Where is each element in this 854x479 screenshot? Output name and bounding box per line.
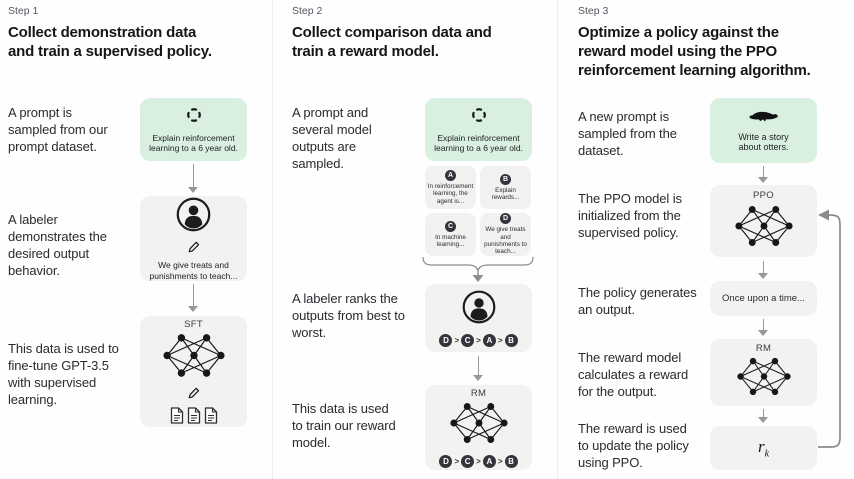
step1-caption-sft: This data is used to fine-tune GPT-3.5 w… xyxy=(8,341,119,407)
step1-labeler-text: We give treats and punishments to teach.… xyxy=(149,260,238,281)
ranking-row: D > C > A > B xyxy=(439,334,518,347)
step3-reward-box: rk xyxy=(710,426,817,470)
step3-heading: Optimize a policy against the reward mod… xyxy=(578,24,811,79)
step2-prompt-box: Explain reinforcement learning to a 6 ye… xyxy=(425,98,532,161)
step1-caption-prompt: A prompt is sampled from our prompt data… xyxy=(8,105,108,154)
step1-heading: Collect demonstration data and train a s… xyxy=(8,24,212,60)
sft-model-label: SFT xyxy=(184,319,203,330)
pencil-icon xyxy=(188,240,200,258)
refresh-icon xyxy=(185,106,203,129)
option-b-badge: B xyxy=(500,173,511,185)
arrow-down-icon xyxy=(188,284,199,312)
reward-value: rk xyxy=(757,436,770,460)
option-card-d: D We give treats and punishments to teac… xyxy=(480,213,531,256)
option-c-badge: C xyxy=(445,220,456,232)
arrow-down-icon xyxy=(473,356,484,381)
option-d-badge: D xyxy=(500,213,511,225)
step3-output-box: Once upon a time... xyxy=(710,281,817,316)
arrow-down-icon xyxy=(758,319,769,336)
option-card-b: B Explain rewards... xyxy=(480,166,531,209)
step2-caption-prompt: A prompt and several model outputs are s… xyxy=(292,105,372,171)
arrow-down-icon xyxy=(188,164,199,193)
arrow-down-icon xyxy=(758,409,769,423)
step1-labeler-box: We give treats and punishments to teach.… xyxy=(140,196,247,281)
step3-caption-rm: The reward model calculates a reward for… xyxy=(578,350,689,399)
step3-output-text: Once upon a time... xyxy=(722,293,805,304)
arrow-down-icon xyxy=(758,261,769,279)
arrow-down-icon xyxy=(758,166,769,183)
step2-rank-box: D > C > A > B xyxy=(425,284,532,352)
step1-prompt-box: Explain reinforcement learning to a 6 ye… xyxy=(140,98,247,161)
neural-network-icon xyxy=(160,332,228,384)
step3-prompt-box: Write a story about otters. xyxy=(710,98,817,163)
labeler-icon xyxy=(461,289,497,330)
step2-label: Step 2 xyxy=(292,5,323,17)
step2-caption-rm: This data is used to train our reward mo… xyxy=(292,401,396,450)
rm-model-label: RM xyxy=(470,387,487,399)
step1-label: Step 1 xyxy=(8,5,39,17)
step3-label: Step 3 xyxy=(578,5,609,17)
step2-caption-rank: A labeler ranks the outputs from best to… xyxy=(292,291,405,340)
neural-network-icon xyxy=(734,356,794,402)
pencil-icon xyxy=(188,386,200,404)
step1-prompt-text: Explain reinforcement learning to a 6 ye… xyxy=(149,132,238,154)
column-divider xyxy=(272,0,273,479)
step3-caption-ppo: The PPO model is initialized from the su… xyxy=(578,191,682,240)
column-divider xyxy=(557,0,558,479)
ppo-model-label: PPO xyxy=(753,189,774,201)
step3-caption-output: The policy generates an output. xyxy=(578,285,697,317)
step2-heading: Collect comparison data and train a rewa… xyxy=(292,24,492,60)
feedback-loop-arrow-icon xyxy=(814,203,848,460)
neural-network-icon xyxy=(732,204,796,253)
documents-icon xyxy=(170,407,218,424)
step3-rm-box: RM xyxy=(710,339,817,406)
step2-prompt-text: Explain reinforcement learning to a 6 ye… xyxy=(434,132,523,154)
option-card-a: A In reinforcement learning, the agent i… xyxy=(425,166,476,209)
rm-model-label: RM xyxy=(755,343,772,354)
ranking-row: D > C > A > B xyxy=(439,454,518,468)
step3-ppo-box: PPO xyxy=(710,185,817,257)
step1-sft-box: SFT xyxy=(140,316,247,427)
labeler-icon xyxy=(175,196,212,238)
otter-icon xyxy=(749,109,779,128)
step1-caption-labeler: A labeler demonstrates the desired outpu… xyxy=(8,212,107,278)
step2-rm-box: RM D > C > A > B xyxy=(425,385,532,470)
refresh-icon xyxy=(470,106,488,129)
neural-network-icon xyxy=(447,401,511,450)
option-a-badge: A xyxy=(445,169,456,181)
answer-options: A In reinforcement learning, the agent i… xyxy=(425,166,531,256)
step3-caption-reward: The reward is used to update the policy … xyxy=(578,421,689,470)
option-card-c: C In machine learning... xyxy=(425,213,476,256)
brace-arrow-icon xyxy=(420,256,536,287)
step3-caption-prompt: A new prompt is sampled from the dataset… xyxy=(578,109,677,158)
step3-prompt-text: Write a story about otters. xyxy=(738,131,789,153)
